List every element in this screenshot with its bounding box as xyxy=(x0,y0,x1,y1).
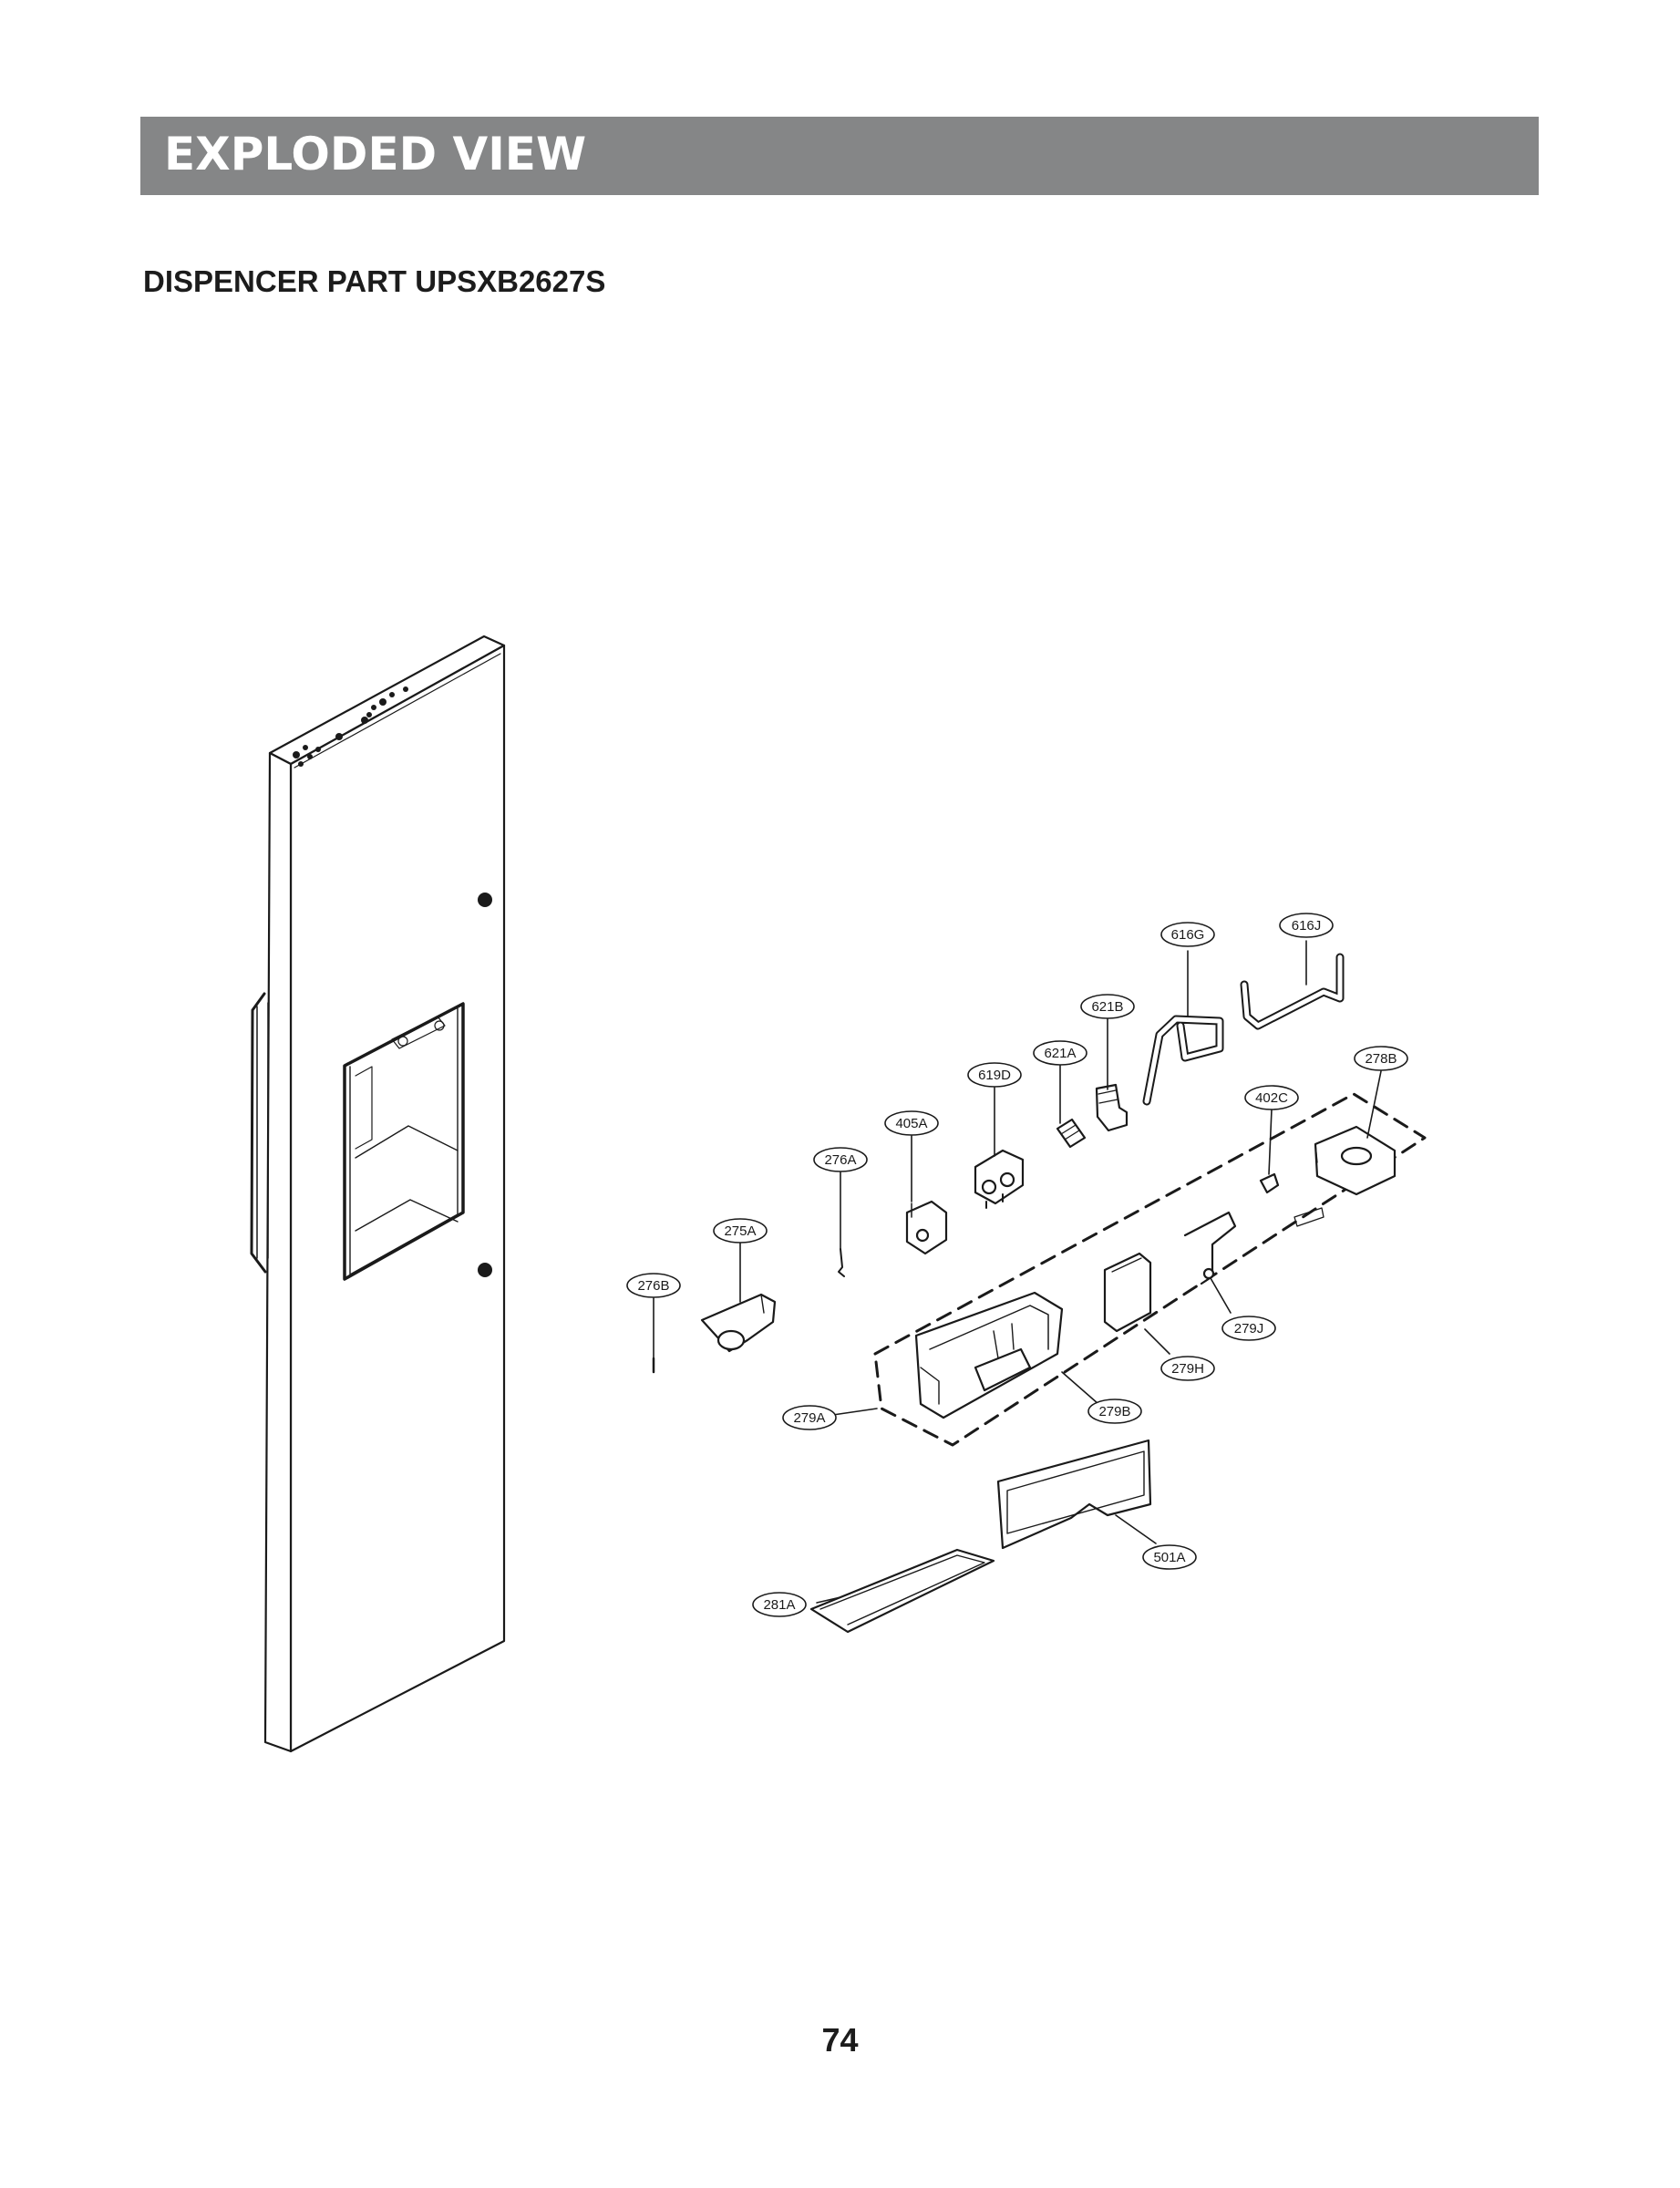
assembly-boundary xyxy=(873,1092,1427,1447)
part-sticker xyxy=(1293,1207,1324,1227)
callout-405a: 405A xyxy=(884,1110,939,1136)
callout-616g: 616G xyxy=(1160,922,1215,947)
callout-275a: 275A xyxy=(713,1218,768,1244)
part-616j-tube xyxy=(1240,953,1345,1030)
svg-text:279J: 279J xyxy=(1234,1321,1264,1337)
part-276a-spring xyxy=(838,1248,845,1277)
svg-text:275A: 275A xyxy=(724,1223,756,1239)
svg-text:619D: 619D xyxy=(978,1068,1011,1083)
callout-276a: 276A xyxy=(813,1147,868,1172)
callout-276b: 276B xyxy=(626,1273,681,1298)
callout-621b: 621B xyxy=(1080,994,1135,1019)
svg-text:616J: 616J xyxy=(1292,918,1322,934)
svg-text:279B: 279B xyxy=(1098,1404,1130,1419)
part-621a-fitting xyxy=(1056,1118,1087,1149)
callout-278b: 278B xyxy=(1354,1046,1408,1071)
part-279h-cover xyxy=(1103,1252,1152,1333)
page-title: EXPLODED VIEW xyxy=(164,128,587,181)
part-402c-clip xyxy=(1259,1172,1280,1194)
part-275a-lever xyxy=(700,1293,777,1353)
svg-text:621A: 621A xyxy=(1044,1046,1076,1061)
svg-text:276B: 276B xyxy=(637,1278,669,1294)
svg-text:621B: 621B xyxy=(1091,999,1123,1015)
part-281a-tray xyxy=(809,1548,995,1634)
svg-text:616G: 616G xyxy=(1171,927,1205,943)
svg-text:278B: 278B xyxy=(1365,1051,1397,1067)
svg-text:402C: 402C xyxy=(1255,1090,1288,1106)
callout-281a: 281A xyxy=(752,1592,807,1617)
svg-text:279A: 279A xyxy=(793,1410,825,1426)
page-number: 74 xyxy=(821,2021,859,2059)
part-405a-motor xyxy=(905,1200,948,1255)
callout-402c: 402C xyxy=(1244,1085,1299,1110)
callout-621a: 621A xyxy=(1033,1040,1087,1066)
part-279a-housing xyxy=(914,1291,1064,1419)
leader-lines xyxy=(653,940,1382,1604)
part-616g-tube xyxy=(1142,1015,1224,1106)
refrigerator-door xyxy=(250,635,506,1753)
svg-text:501A: 501A xyxy=(1153,1550,1185,1565)
part-621b-elbow xyxy=(1095,1083,1129,1132)
svg-text:279H: 279H xyxy=(1171,1361,1204,1377)
callout-616j: 616J xyxy=(1279,913,1334,938)
callouts: 616G 616J 621B 621A 619D 278B 402C 405A … xyxy=(626,913,1408,1617)
svg-text:405A: 405A xyxy=(895,1116,927,1131)
callout-619d: 619D xyxy=(967,1062,1022,1088)
part-278b-chute xyxy=(1314,1125,1397,1196)
header-banner: EXPLODED VIEW xyxy=(140,117,1539,195)
part-501a-panel xyxy=(996,1439,1152,1550)
svg-text:276A: 276A xyxy=(824,1152,856,1168)
part-619d-valve xyxy=(974,1149,1025,1209)
callout-279b: 279B xyxy=(1087,1398,1142,1424)
callout-279j: 279J xyxy=(1221,1316,1276,1341)
callout-501a: 501A xyxy=(1142,1544,1197,1570)
svg-text:281A: 281A xyxy=(763,1597,795,1613)
callout-279a: 279A xyxy=(782,1405,837,1430)
callout-279h: 279H xyxy=(1160,1356,1215,1381)
part-279j-bracket xyxy=(1183,1211,1237,1285)
diagram-subtitle: DISPENCER PART UPSXB2627S xyxy=(143,264,606,298)
